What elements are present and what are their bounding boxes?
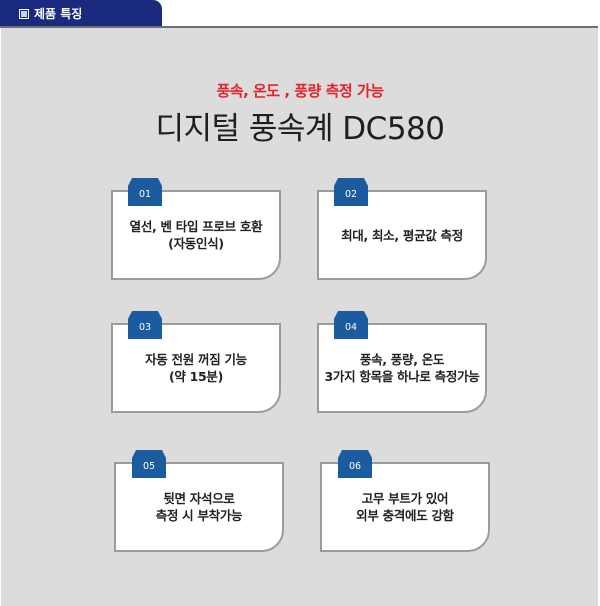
- feature-text: 열선, 벤 타입 프로브 호환 (자동인식): [129, 219, 263, 251]
- feature-card-04: 풍속, 풍량, 온도 3가지 항목을 하나로 측정가능: [317, 323, 487, 413]
- feature-number-badge: 01: [128, 178, 162, 206]
- feature-number-badge: 03: [128, 311, 162, 339]
- feature-card-01: 열선, 벤 타입 프로브 호환 (자동인식): [111, 190, 281, 280]
- feature-number-badge: 02: [334, 178, 368, 206]
- product-subtitle: 풍속, 온도 , 풍량 측정 가능: [216, 82, 384, 100]
- feature-text: 풍속, 풍량, 온도 3가지 항목을 하나로 측정가능: [324, 352, 480, 384]
- feature-number-badge: 04: [334, 311, 368, 339]
- features-panel: [1, 28, 598, 606]
- feature-number-badge: 06: [338, 450, 372, 478]
- section-header-tab: 제품 특징: [0, 0, 162, 27]
- section-header-label: 제품 특징: [34, 7, 83, 21]
- feature-text: 뒷면 자석으로 측정 시 부착가능: [155, 491, 243, 523]
- feature-card-05: 뒷면 자석으로 측정 시 부착가능: [114, 462, 284, 552]
- square-bullet-icon: [19, 8, 29, 19]
- feature-text: 최대, 최소, 평균값 측정: [341, 227, 463, 243]
- feature-text: 고무 부트가 있어 외부 충격에도 강함: [356, 491, 454, 523]
- feature-number-badge: 05: [132, 450, 166, 478]
- header-divider: [0, 26, 598, 28]
- feature-text: 자동 전원 꺼짐 기능 (약 15분): [145, 352, 247, 384]
- product-title: 디지털 풍속계 DC580: [155, 111, 445, 147]
